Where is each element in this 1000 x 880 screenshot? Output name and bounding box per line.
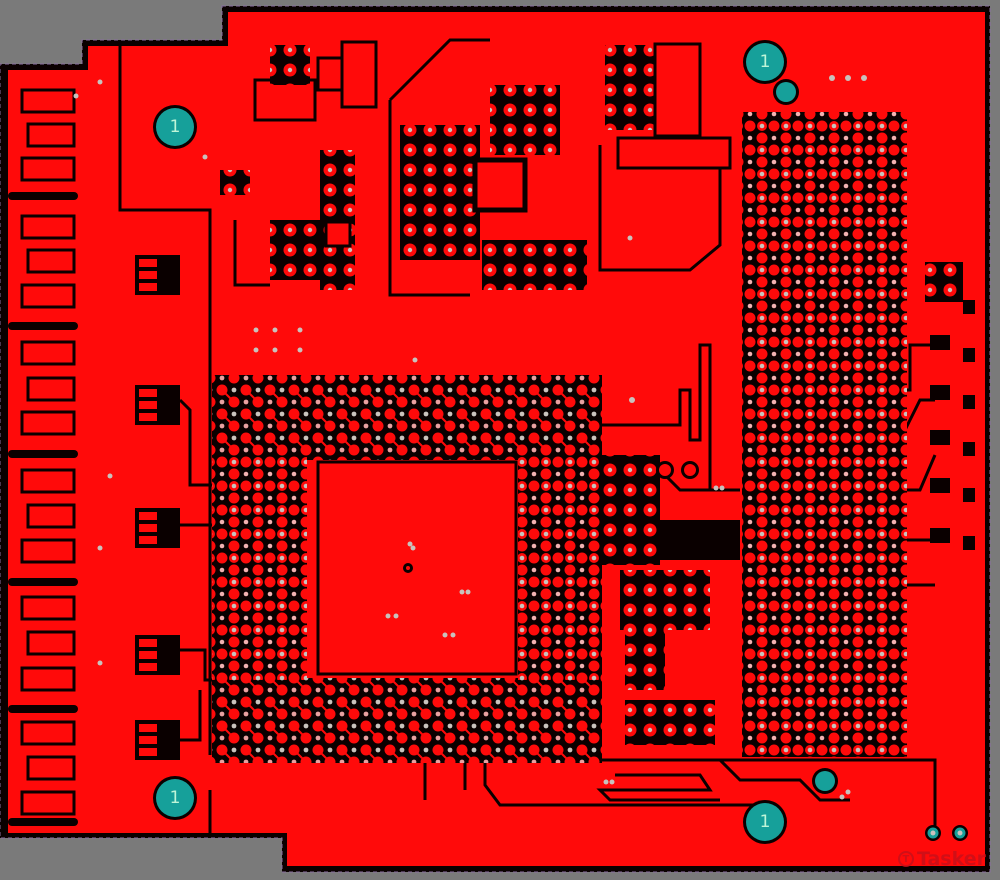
edge-connector-links — [8, 192, 78, 826]
central-bga-footprint — [212, 375, 602, 763]
watermark-text: Tasker — [916, 848, 986, 870]
fiducial-label: 1 — [760, 52, 771, 72]
test-point-1[interactable] — [925, 825, 941, 841]
test-point-2[interactable] — [952, 825, 968, 841]
fiducial-marker[interactable]: 1 — [153, 776, 197, 820]
fiducial-label: 1 — [170, 117, 181, 137]
left-transistor-pads — [139, 259, 157, 756]
right-bga-footprint — [742, 112, 907, 757]
traces — [118, 38, 937, 835]
mounting-pad-1 — [773, 79, 799, 105]
fiducial-marker[interactable]: 1 — [743, 800, 787, 844]
tasker-logo-icon: T — [897, 851, 914, 867]
qfn-ic — [472, 157, 528, 213]
vias — [73, 75, 867, 800]
bga-center-pour — [316, 460, 518, 676]
fiducial-label: 1 — [760, 812, 771, 832]
mounting-pad-2 — [812, 768, 838, 794]
middle-right-components — [600, 455, 740, 745]
top-left-ic — [324, 220, 352, 248]
edge-connector — [20, 88, 76, 816]
top-components — [220, 40, 975, 550]
fiducial-marker[interactable]: 1 — [743, 40, 787, 84]
fiducial-marker[interactable]: 1 — [153, 105, 197, 149]
watermark: T Tasker — [897, 848, 986, 870]
fiducial-label: 1 — [170, 788, 181, 808]
